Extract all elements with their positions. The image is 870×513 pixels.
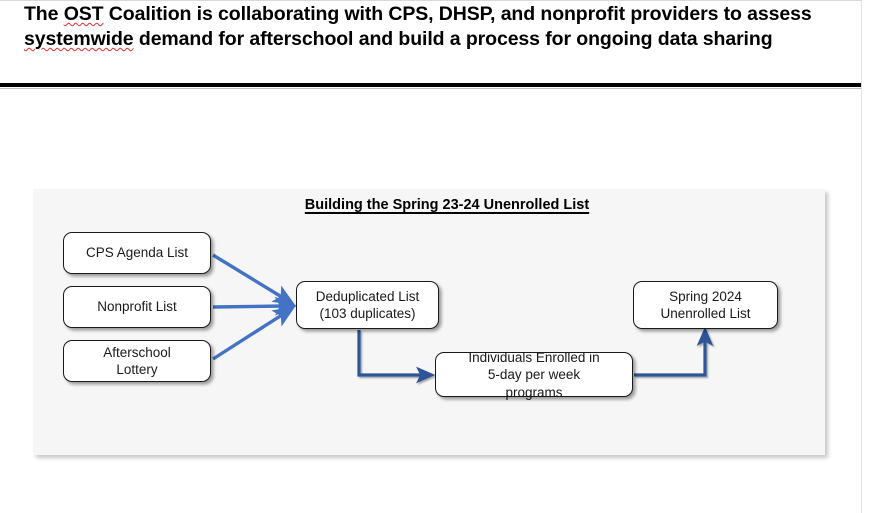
node-label: Spring 2024 Unenrolled List: [660, 288, 750, 323]
node-label: Afterschool Lottery: [103, 344, 171, 379]
heading-divider-hairline: [0, 88, 861, 89]
document-top-rule: [0, 0, 862, 1]
node-label-line-2: (103 duplicates): [319, 306, 416, 321]
node-label-line-2: Unenrolled List: [660, 306, 751, 321]
connector-individuals-to-spring-2024: [634, 326, 714, 377]
node-label-line-2: 5-day per week: [487, 366, 581, 382]
document-right-border: [861, 0, 862, 513]
page-title-segment-2: Coalition is collaborating with CPS, DHS…: [103, 3, 812, 25]
diagram-node-afterschool-lottery[interactable]: Afterschool Lottery: [63, 340, 211, 382]
node-label-line-3: programs: [505, 384, 563, 400]
diagram-node-spring-2024-unenrolled-list[interactable]: Spring 2024 Unenrolled List: [633, 281, 778, 329]
diagram-node-individuals-enrolled-5day[interactable]: Individuals Enrolled in 5-day per week p…: [435, 349, 633, 399]
page-title-misspelled-systemwide: systemwide: [24, 28, 134, 50]
connector-cps-agenda-to-deduplicated: [212, 253, 296, 306]
node-label-line-1: Spring 2024: [669, 288, 742, 304]
diagram-node-deduplicated-list[interactable]: Deduplicated List (103 duplicates): [296, 281, 439, 329]
connector-deduplicated-to-individuals: [357, 330, 436, 384]
connector-nonprofit-to-deduplicated: [212, 296, 298, 316]
node-label-line-1: Individuals Enrolled in: [468, 349, 600, 365]
diagram-node-cps-agenda-list[interactable]: CPS Agenda List: [63, 232, 211, 274]
diagram-title: Building the Spring 23-24 Unenrolled Lis…: [304, 197, 590, 213]
node-label: Individuals Enrolled in 5-day per week p…: [439, 348, 629, 401]
diagram-node-nonprofit-list[interactable]: Nonprofit List: [63, 286, 211, 328]
connector-afterschool-lottery-to-deduplicated: [212, 306, 296, 361]
heading-divider-rule: [0, 83, 861, 87]
page-title-segment-0: The: [24, 3, 64, 25]
node-label: Nonprofit List: [97, 299, 177, 315]
node-label-line-1: Afterschool: [103, 344, 171, 360]
node-label: Deduplicated List (103 duplicates): [316, 288, 420, 323]
node-label: CPS Agenda List: [85, 245, 189, 261]
node-label-line-1: Deduplicated List: [315, 288, 420, 304]
page-title-segment-4: demand for afterschool and build a proce…: [133, 28, 773, 50]
diagram-panel[interactable]: Building the Spring 23-24 Unenrolled Lis…: [33, 189, 825, 455]
page-title: The OST Coalition is collaborating with …: [24, 2, 836, 52]
page-title-misspelled-ost: OST: [63, 3, 104, 25]
node-label-line-2: Lottery: [116, 362, 158, 377]
